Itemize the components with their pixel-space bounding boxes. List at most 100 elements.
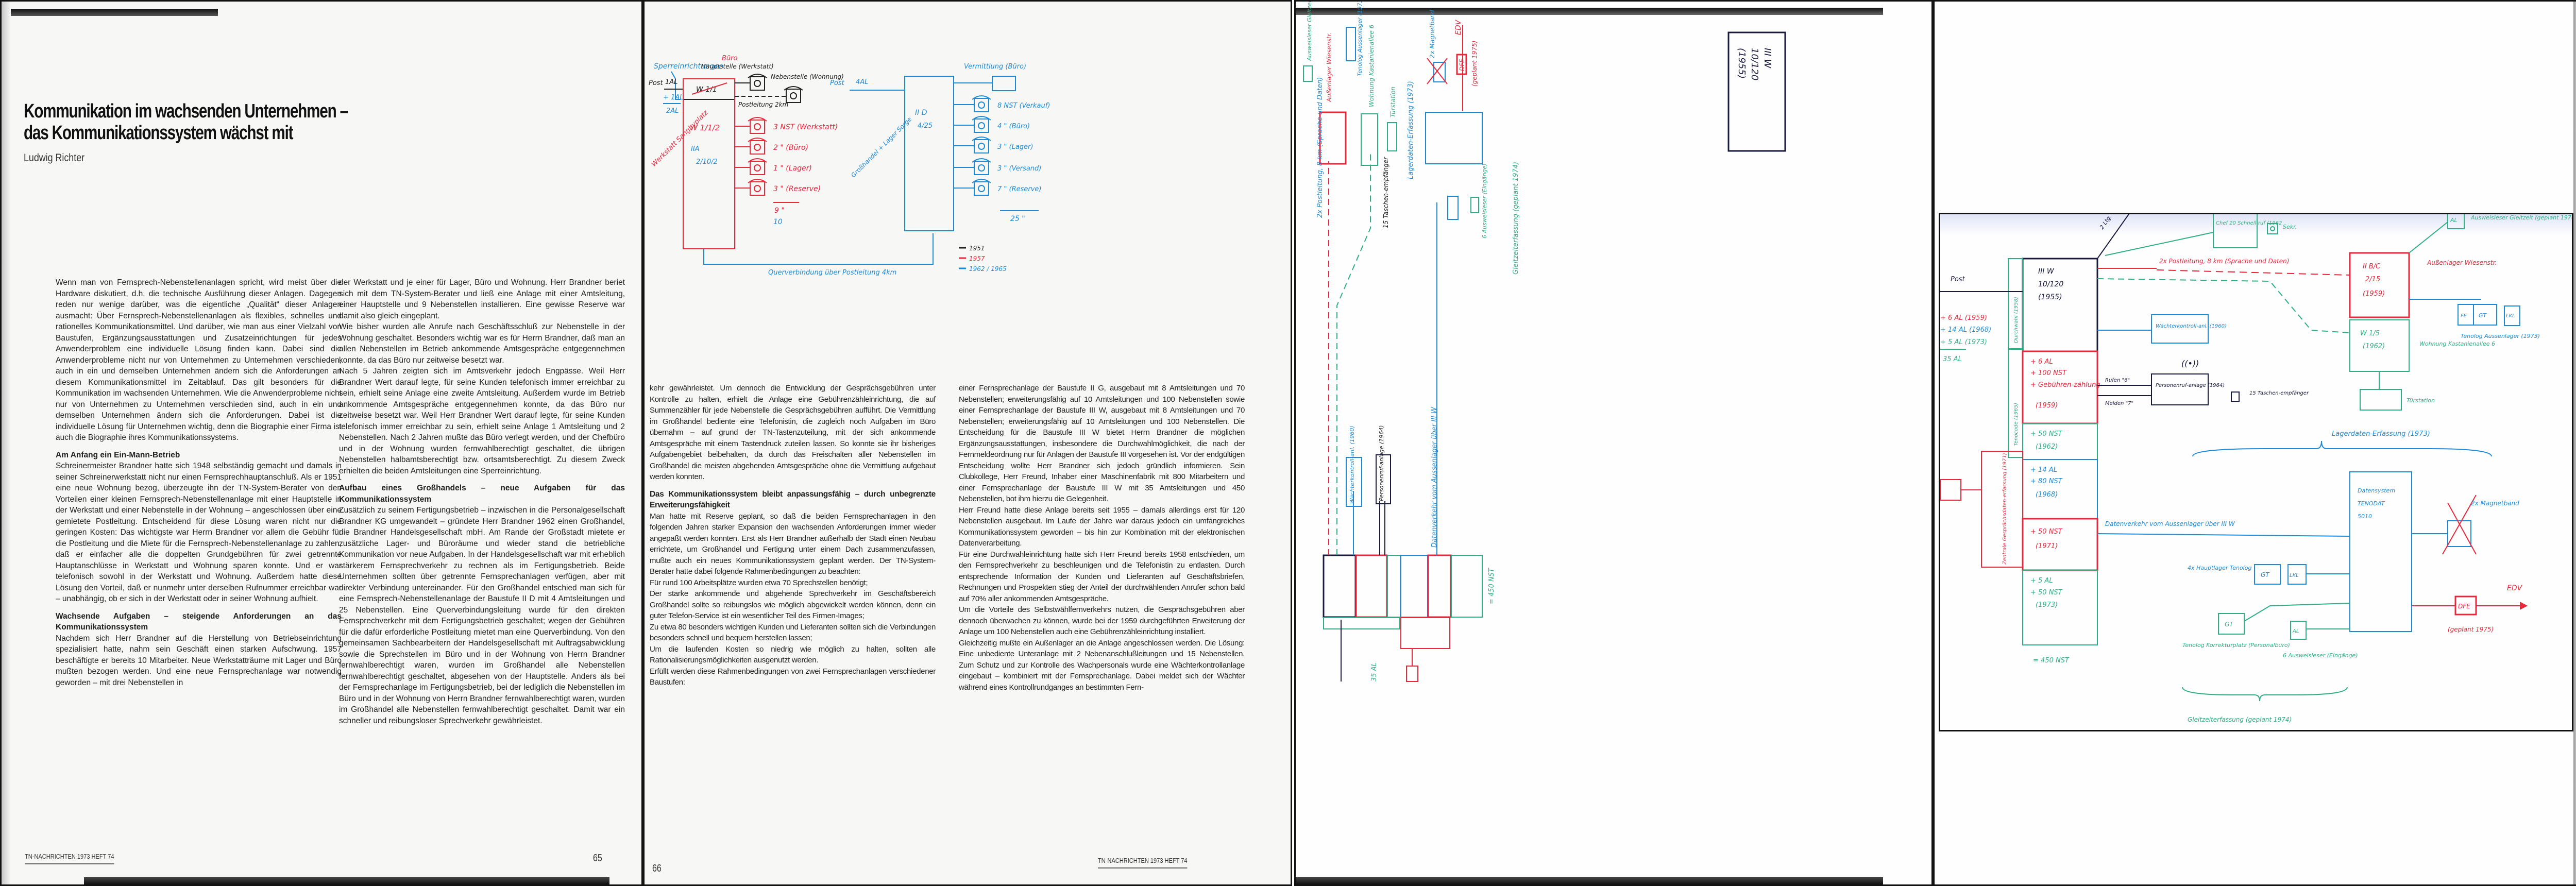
- label-grosshandel-note: Großhandel + Lager Sorge: [850, 115, 913, 179]
- label-aussenlager: Außenlager Wiesenstr.: [1326, 32, 1333, 102]
- zentrale-box: [1400, 617, 1450, 649]
- intro-paragraph: Wenn man von Fernsprech-Nebenstellenanla…: [56, 278, 342, 442]
- station-label: 3 " (Reserve): [773, 185, 821, 193]
- al-addition-1973: + 5 AL (1973): [1940, 338, 1987, 346]
- legend-label-1957: 1957: [969, 255, 985, 262]
- label-tenocode: Tenocode (1965): [2013, 403, 2019, 446]
- expansion-1962-line2: (1962): [2036, 443, 2058, 451]
- central-box-line2: 10/120: [1749, 48, 1760, 80]
- lkl-label: LKL: [2506, 313, 2515, 319]
- station-label: 4 " (Büro): [997, 123, 1030, 130]
- legend-label-1962: 1962 / 1965: [969, 265, 1007, 272]
- phone-icon: [972, 158, 991, 175]
- label-ausweisleser-eingange: 6 Ausweisleser (Eingänge): [1481, 163, 1488, 238]
- label-tenolog-aussen: Tenolog Aussenlager (1973): [1357, 0, 1363, 76]
- phone-icon: [748, 74, 767, 91]
- phone-icon: [972, 179, 991, 196]
- station-label: 1 " (Lager): [773, 164, 812, 173]
- diagram-horizontal: III W 10/120 (1955) Durchwahl (1958) Ten…: [1940, 214, 2572, 723]
- station-label: 7 " (Reserve): [997, 185, 1042, 193]
- station-row: 8 NST (Verkauf): [954, 95, 1050, 112]
- central-box-iiiw: [2022, 258, 2098, 352]
- diagram-rotated: III W 10/120 (1955): [1727, 31, 1786, 152]
- paragraph: Schreinermeister Brandner hatte sich 194…: [56, 462, 342, 603]
- expansion-box-1971: [1427, 554, 1452, 618]
- label-post2: Post: [830, 79, 845, 87]
- phone-icon: [748, 117, 767, 134]
- paragraph: Erfüllt werden diese Rahmenbedingungen v…: [650, 667, 936, 687]
- box-iid: [904, 76, 954, 231]
- box-iibc: [2349, 252, 2410, 318]
- running-footer: TN-NACHRICHTEN 1973 HEFT 74: [25, 853, 114, 864]
- wohnung-line: [2097, 278, 2350, 333]
- tuerstation-box: [2360, 389, 2402, 411]
- box-iid-sub: 4/25: [918, 122, 933, 130]
- paragraph: Zusätzlich zu seinem Fertigungsbetrieb –…: [339, 506, 625, 725]
- paragraph: Für rund 100 Arbeitsplätze wurden etwa 7…: [650, 578, 868, 587]
- label-postleitung: 2x Postleitung, 8 km (Sprache und Daten): [2159, 258, 2289, 265]
- label-buero-correction: Büro: [722, 55, 738, 62]
- printer-icon: [1406, 666, 1418, 682]
- box-iibc: [1319, 111, 1347, 165]
- phone-icon: [748, 158, 767, 175]
- label-zentrale: Zentrale Gesprächsdaten-erfassung (1971): [2002, 453, 2008, 565]
- al-total: 35 AL: [1943, 355, 1962, 363]
- magnetband-strike: [1427, 58, 1448, 84]
- expansion-1959-line1: + 6 AL: [2030, 358, 2053, 366]
- diagram-1951-1965: Sperreinrichtungen Post 1AL + 1AL 2AL W …: [649, 55, 1050, 277]
- page66-column-1: kehr gewährleistet. Um dennoch die Entwi…: [650, 383, 936, 688]
- sum-1957-old: 9 ": [774, 207, 785, 215]
- korrektur-gt-label: GT: [2225, 621, 2234, 628]
- page65-column-2: der Werkstatt und je einer für Lager, Bü…: [339, 277, 625, 726]
- scan-edge-bottom: [84, 877, 609, 884]
- label-durchwahl: Durchwahl (1958): [2013, 297, 2019, 343]
- paragraph: Der starke ankommende und abgehende Spre…: [650, 589, 936, 620]
- expansion-1973-line1: + 5 AL: [2030, 577, 2053, 585]
- binding-shadow: [2, 2, 11, 884]
- waechter-box: [2151, 314, 2209, 344]
- personenruf-box: [2151, 373, 2209, 405]
- central-box-line1: III W: [2038, 267, 2055, 276]
- station-row: 7 " (Reserve): [954, 179, 1042, 196]
- hauptlager-gt-label: GT: [2261, 571, 2270, 578]
- phone-icon: [972, 137, 991, 154]
- station-label: 2 " (Büro): [773, 144, 808, 152]
- hauptlager-lkl-label: LKL: [2290, 573, 2299, 578]
- page-66: Sperreinrichtungen Post 1AL + 1AL 2AL W …: [643, 0, 1292, 886]
- chef-box: [2213, 214, 2258, 248]
- box-dfe: [1456, 54, 1467, 75]
- central-box-line3: (1955): [2038, 293, 2062, 301]
- durchwahl-tenocode-strip: [1323, 617, 1400, 629]
- box-tenodat: [1425, 112, 1483, 164]
- expansion-1959-line3: + Gebühren-zählung: [2030, 381, 2100, 389]
- expansion-box-1959: [1355, 554, 1388, 618]
- phone-icon: [784, 86, 803, 103]
- al-addition-1959: + 6 AL (1959): [1940, 314, 1987, 322]
- label-datenverkehr: Datenverkehr vom Aussenlager über III W: [1431, 407, 1438, 548]
- article-author: Ludwig Richter: [24, 152, 85, 164]
- station-row: 3 " (Reserve): [735, 179, 821, 196]
- station-row: 3 NST (Werkstatt): [735, 117, 838, 134]
- label-personenruf: Personenruf-anlage (1964): [1378, 425, 1385, 501]
- station-row: 1 " (Lager): [735, 158, 812, 175]
- querverbindung-line: [703, 233, 934, 265]
- expansion-1973-line2: + 50 NST: [2030, 589, 2063, 597]
- ausweisleser-label: AL: [2292, 628, 2299, 634]
- wohnung-line: [1336, 154, 1371, 555]
- label-waechter: Wächterkontroll-anl. (1960): [2156, 323, 2227, 329]
- label-rufen: Rufen "6": [2105, 378, 2130, 383]
- page-number: 66: [652, 863, 662, 874]
- label-waechter: Wächterkontroll-anl. (1960): [1349, 425, 1355, 504]
- hauptlager-gt-box: [1447, 196, 1459, 220]
- label-datenverkehr: Datenverkehr vom Aussenlager über III W: [2105, 520, 2235, 527]
- arrow-head-icon: [2520, 602, 2528, 610]
- phone-icon: [748, 138, 767, 155]
- label-melden: Melden "7": [2105, 401, 2133, 406]
- expansion-1971-line2: (1971): [2036, 542, 2058, 550]
- central-box-line1: III W: [1762, 48, 1773, 69]
- expansion-box-1962: [2022, 423, 2098, 460]
- gt-box: [2473, 304, 2497, 326]
- pager-icon: [2231, 391, 2240, 402]
- expansion-box-1973: [1451, 555, 1483, 618]
- label-sperreinrichtungen: Sperreinrichtungen: [654, 62, 723, 71]
